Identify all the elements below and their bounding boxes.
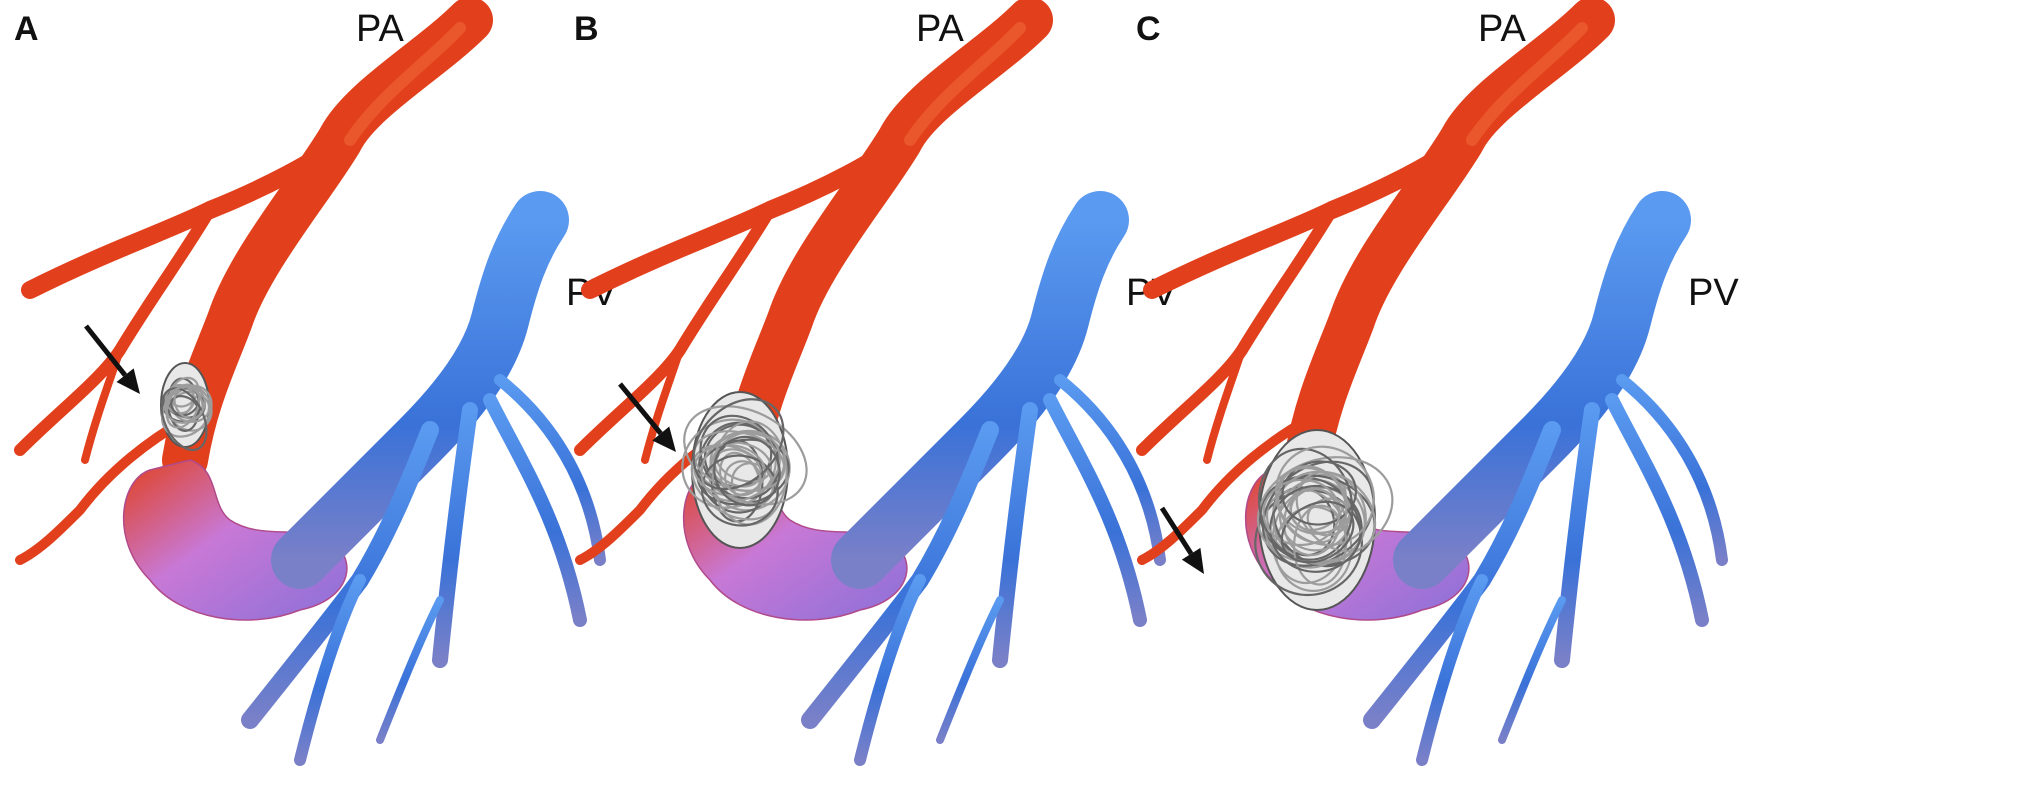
- pulmonary-vein-icon: [801, 191, 1166, 766]
- pulmonary-artery-icon: [1136, 0, 1615, 565]
- pulmonary-artery-icon: [14, 0, 493, 565]
- vascular-illustration: [1136, 0, 1728, 766]
- vascular-illustration: [14, 0, 606, 766]
- embolization-coil-icon: [160, 362, 213, 452]
- pa-label: PA: [356, 8, 404, 50]
- pointer-arrow-icon: [1159, 506, 1204, 574]
- embolization-coil-icon: [681, 391, 808, 549]
- pa-label: PA: [916, 8, 964, 50]
- embolization-coil-icon: [1254, 429, 1394, 611]
- panel-letter: A: [14, 10, 39, 48]
- vascular-illustration: [574, 0, 1166, 766]
- pa-label: PA: [1478, 8, 1526, 50]
- pulmonary-vein-icon: [1363, 191, 1728, 766]
- panel-letter: B: [574, 10, 599, 48]
- panel-c: C PA PV: [1122, 0, 1822, 788]
- panel-letter: C: [1136, 10, 1161, 48]
- pointer-arrow-icon: [84, 324, 140, 394]
- pulmonary-vein-icon: [241, 191, 606, 766]
- pv-label: PV: [1688, 272, 1739, 314]
- pointer-arrow-icon: [618, 382, 676, 452]
